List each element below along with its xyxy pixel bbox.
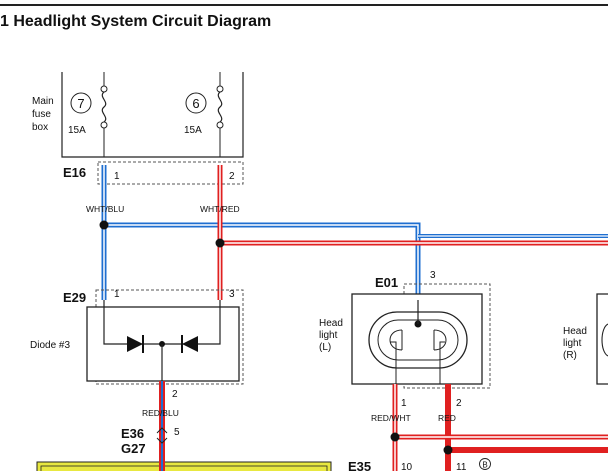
fuse-7-number-circle — [70, 92, 92, 114]
wire-label-wht-blu: WHT/BLU — [86, 204, 124, 214]
diode-right-triangle — [182, 336, 198, 352]
headlight-left-label-line-3: (L) — [319, 342, 331, 353]
wire-label-red-blu: RED/BLU — [142, 408, 179, 418]
fuse-box-outline — [61, 72, 244, 158]
wire-label-red: RED — [438, 413, 456, 423]
fuse-6-number-circle — [185, 92, 207, 114]
fuse-7-terminal-top — [100, 85, 108, 93]
headlight-right-label-line-2: light — [563, 338, 582, 349]
e35-pin-11: 11 — [456, 462, 467, 471]
e01-pin-3: 3 — [430, 270, 436, 281]
headlight-left-label-line-2: light — [319, 330, 338, 341]
fuse-6-terminal-bottom — [216, 121, 224, 129]
fuse-box-label-line-3: box — [32, 122, 48, 133]
e35-pin-11-circle — [479, 458, 491, 470]
g27-label: G27 — [121, 441, 146, 456]
headlight-right-block — [596, 293, 608, 385]
lower-component-box — [36, 461, 332, 471]
fuse-7-number: 7 — [77, 96, 84, 111]
e01-pin-1: 1 — [401, 398, 407, 409]
e01-pin-2: 2 — [456, 398, 462, 409]
e36-connector-symbol — [156, 427, 168, 444]
page-top-rule — [0, 4, 608, 6]
e16-label: E16 — [63, 165, 86, 180]
e29-pin-3: 3 — [229, 289, 235, 300]
fuse-6-number: 6 — [192, 96, 199, 111]
junction-red — [443, 445, 453, 455]
fuse-7-terminal-bottom — [100, 121, 108, 129]
junction-wht-blu — [99, 220, 109, 230]
e36-label: E36 — [121, 426, 144, 441]
headlight-left-filament-leads — [390, 341, 445, 384]
page-title: 1 Headlight System Circuit Diagram — [0, 13, 272, 30]
headlight-right-label-line-1: Head — [563, 326, 587, 337]
e35-pin-10: 10 — [401, 462, 413, 471]
junction-red-wht — [390, 432, 400, 442]
e29-pin-2: 2 — [172, 389, 178, 400]
headlight-right-lamp-edge — [601, 323, 608, 357]
e16-pin-2: 2 — [229, 171, 235, 182]
wire-label-wht-red: WHT/RED — [200, 204, 240, 214]
fuse-6-element — [217, 91, 223, 123]
lower-component-inner — [40, 465, 328, 471]
e29-label: E29 — [63, 290, 86, 305]
e35-label: E35 — [348, 459, 371, 471]
fuse-6-rating: 15A — [184, 125, 202, 136]
diode-label: Diode #3 — [30, 340, 70, 351]
fuse-7-element — [101, 91, 107, 123]
fuse-6-terminal-top — [216, 85, 224, 93]
e16-pin-1: 1 — [114, 171, 120, 182]
e29-pin-1: 1 — [114, 289, 120, 300]
headlight-left-block — [351, 293, 483, 385]
diode-left-triangle — [127, 336, 143, 352]
e16-connector-outline — [97, 161, 244, 185]
wire-wht-blu — [101, 165, 421, 300]
fuse-box-label-line-1: Main — [32, 96, 54, 107]
junction-wht-red — [215, 238, 225, 248]
headlight-right-label-line-3: (R) — [563, 350, 577, 361]
wire-wht-red — [217, 165, 608, 300]
e36-pin-5: 5 — [174, 427, 180, 438]
e35-pin-11-circle-letter: B — [482, 461, 487, 470]
wire-label-red-wht: RED/WHT — [371, 413, 411, 423]
headlight-left-label-line-1: Head — [319, 318, 343, 329]
fuse-box-label-line-2: fuse — [32, 109, 51, 120]
fuse-7-rating: 15A — [68, 125, 86, 136]
e01-label: E01 — [375, 275, 398, 290]
